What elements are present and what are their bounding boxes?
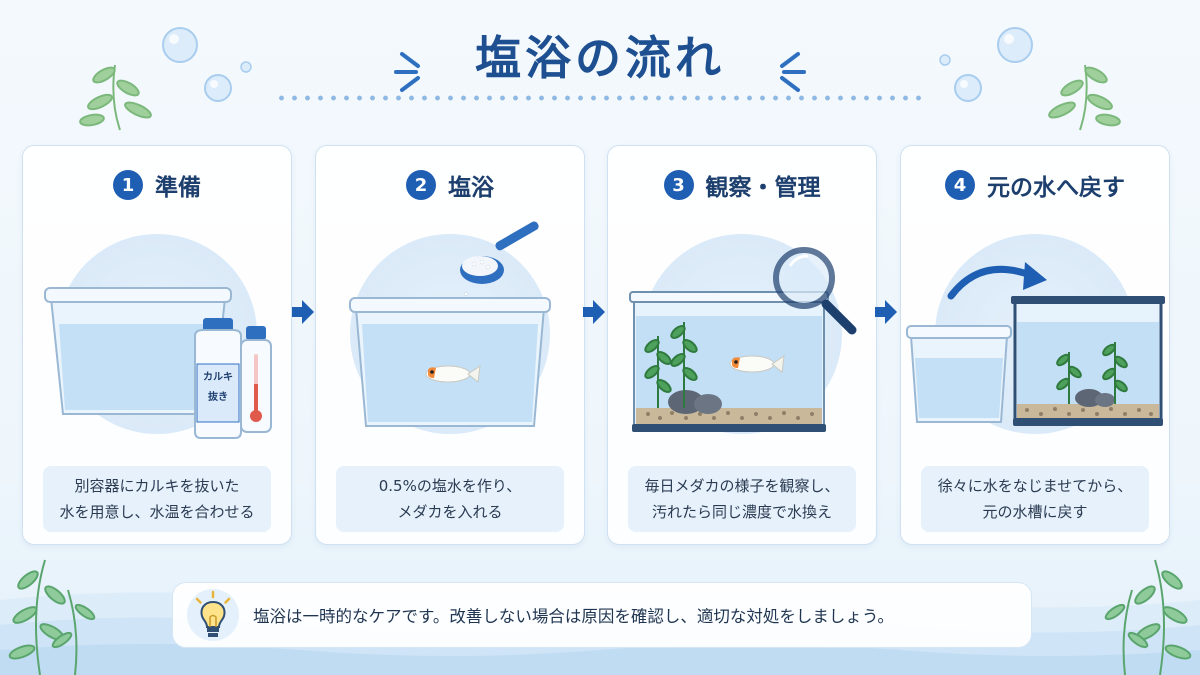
aquatic-plant-icon [644, 322, 698, 408]
description-line: 0.5%の塩水を作り、 [378, 477, 522, 495]
title-divider [275, 95, 925, 101]
description-line: 水を用意し、水温を合わせる [59, 503, 255, 521]
magnifying-glass-icon [773, 247, 857, 335]
plant-bottom-left-icon [8, 559, 96, 675]
plant-top-left-icon [79, 64, 152, 131]
thermometer-icon [240, 326, 272, 433]
step-description: 別容器にカルキを抜いた 水を用意し、水温を合わせる [43, 466, 271, 532]
arrow-right-icon [292, 300, 314, 324]
step-card-4: 4 元の水へ戻す [900, 145, 1170, 545]
sparkle-right-icon [780, 51, 807, 92]
arrow-right-icon [875, 300, 897, 324]
lightbulb-icon [187, 589, 239, 641]
arrow-right-icon [583, 300, 605, 324]
step-number: 4 [945, 170, 975, 200]
description-line: 徐々に水をなじませてから、 [937, 477, 1133, 495]
svg-text:カルキ: カルキ [203, 371, 233, 383]
plant-top-right-icon [1048, 64, 1121, 131]
step-number: 3 [663, 170, 694, 200]
step-card-1: 1 準備 カルキ 抜き 別容器にカルキを抜いた 水を用意し、水温を合わせる [22, 145, 292, 545]
bubbles-right-icon [939, 27, 1033, 102]
tip-box: 塩浴は一時的なケアです。改善しない場合は原因を確認し、適切な対処をしましょう。 [172, 582, 1032, 648]
step-description: 徐々に水をなじませてから、 元の水槽に戻す [921, 466, 1149, 532]
step-title: 元の水へ戻す [987, 175, 1125, 201]
container-with-water-icon: カルキ 抜き [44, 287, 272, 439]
plant-bottom-right-icon [1104, 559, 1192, 675]
tip-text: 塩浴は一時的なケアです。改善しない場合は原因を確認し、適切な対処をしましょう。 [253, 607, 894, 626]
step-description: 0.5%の塩水を作り、 メダカを入れる [336, 466, 564, 532]
aquarium-icon [629, 247, 857, 432]
description-line: 元の水槽に戻す [982, 503, 1088, 521]
step-description: 毎日メダカの様子を観察し、 汚れたら同じ濃度で水換え [628, 466, 856, 532]
medaka-fish-icon [729, 354, 785, 373]
description-line: 汚れたら同じ濃度で水換え [651, 503, 832, 521]
sparkle-left-icon [393, 51, 420, 92]
medaka-fish-icon [425, 364, 481, 383]
page-title: 塩浴の流れ [475, 31, 725, 85]
title-area: 塩浴の流れ [0, 22, 1200, 100]
dechlorinator-bottle-icon: カルキ 抜き [194, 318, 242, 439]
step-title: 塩浴 [448, 175, 494, 201]
curved-arrow-icon [947, 262, 1047, 300]
description-line: 毎日メダカの様子を観察し、 [644, 477, 840, 495]
step-header: 4 元の水へ戻す [901, 168, 1169, 202]
step-header: 3 観察・管理 [608, 168, 876, 202]
description-line: メダカを入れる [397, 503, 503, 521]
return-to-tank-icon [906, 262, 1165, 426]
aquatic-plant-icon [1056, 342, 1128, 404]
step-title: 観察・管理 [705, 175, 821, 201]
step-number: 1 [113, 170, 143, 200]
step-header: 1 準備 [23, 168, 291, 202]
description-line: 別容器にカルキを抜いた [74, 477, 240, 495]
step-title: 準備 [155, 175, 201, 201]
step-header: 2 塩浴 [316, 168, 584, 202]
bubbles-left-icon [162, 27, 252, 102]
step-card-3: 3 観察・管理 [607, 145, 877, 545]
svg-text:抜き: 抜き [208, 390, 228, 403]
step-number: 2 [406, 170, 436, 200]
step-card-2: 2 塩浴 0.5%の塩水を作り、 メダカを入れる [315, 145, 585, 545]
salt-bath-container-icon [349, 221, 551, 427]
